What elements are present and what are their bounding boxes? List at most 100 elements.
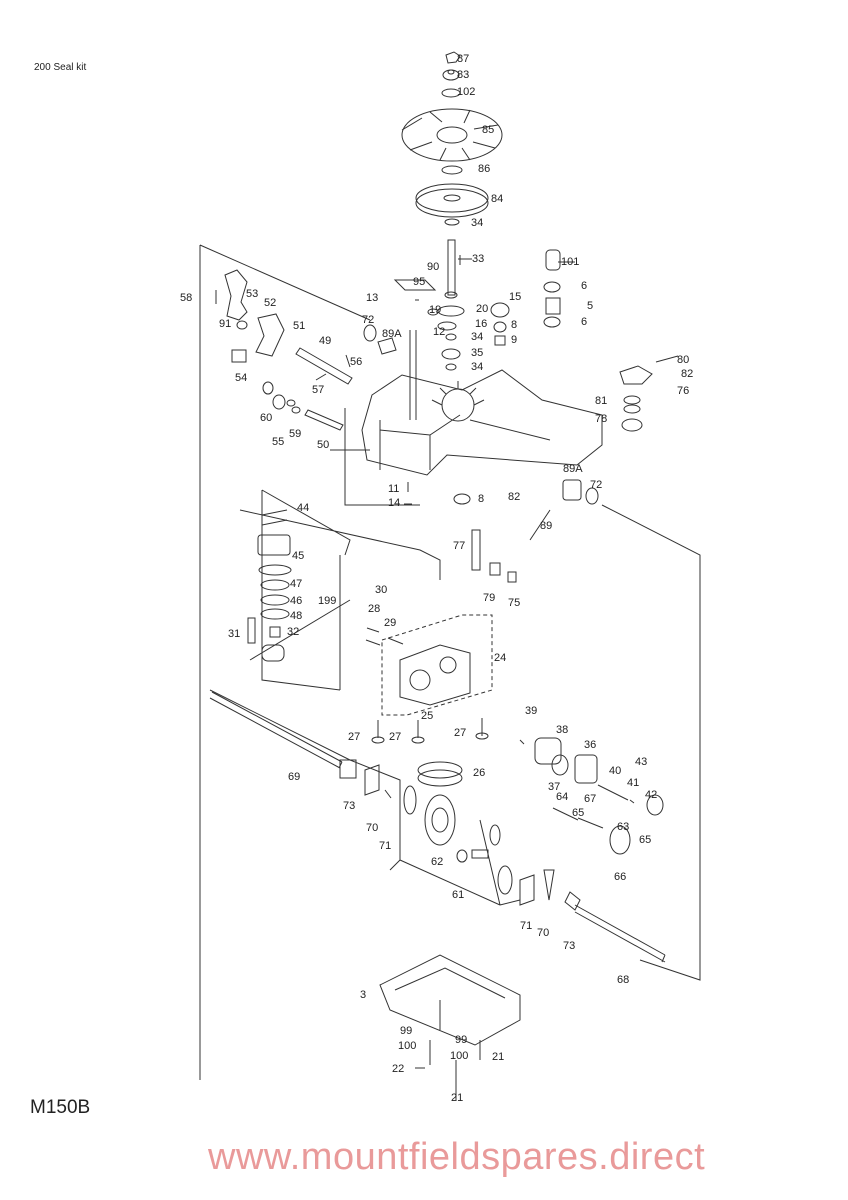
part-number-label: 5 — [587, 300, 594, 312]
part-number-label: 78 — [595, 413, 608, 425]
part-number-label: 44 — [297, 502, 310, 514]
part-number-label: 68 — [617, 974, 630, 986]
fan-icon — [401, 108, 503, 162]
part-number-label: 43 — [635, 756, 648, 768]
part-number-label: 25 — [421, 710, 434, 722]
part-number-label: 58 — [180, 292, 193, 304]
part-number-label: 55 — [272, 436, 285, 448]
part-number-label: 24 — [494, 652, 507, 664]
part-number-label: 77 — [453, 540, 466, 552]
part-number-label: 65 — [639, 834, 652, 846]
part-number-label: 99 — [455, 1034, 468, 1046]
upper-housing — [361, 369, 603, 476]
part-number-label: 70 — [537, 927, 550, 939]
part-number-label: 53 — [246, 288, 259, 300]
part-number-label: 82 — [508, 491, 521, 503]
part-number-label: 69 — [288, 771, 301, 783]
part-number-label: 42 — [645, 789, 658, 801]
part-number-label: 35 — [471, 347, 484, 359]
part-number-label: 90 — [427, 261, 440, 273]
part-number-label: 82 — [681, 368, 694, 380]
part-number-label: 101 — [561, 256, 580, 268]
part-number-label: 80 — [677, 354, 690, 366]
part-number-label: 86 — [478, 163, 491, 175]
part-number-label: 13 — [366, 292, 379, 304]
header-title: 200 Seal kit — [34, 62, 87, 73]
part-number-label: 21 — [451, 1092, 464, 1104]
part-number-label: 91 — [219, 318, 232, 330]
part-number-label: 89 — [540, 520, 553, 532]
part-number-label: 67 — [584, 793, 597, 805]
part-number-label: 66 — [614, 871, 627, 883]
center-section — [399, 644, 471, 706]
part-number-label: 100 — [398, 1040, 417, 1052]
part-number-label: 16 — [475, 318, 488, 330]
part-number-label: 89A — [563, 463, 583, 475]
part-number-label: 60 — [260, 412, 273, 424]
part-number-label: 38 — [556, 724, 569, 736]
part-number-label: 73 — [563, 940, 576, 952]
part-number-label: 14 — [388, 497, 401, 509]
part-number-label: 30 — [375, 584, 388, 596]
lower-housing — [379, 954, 521, 1046]
part-number-label: 71 — [379, 840, 392, 852]
part-number-label: 45 — [292, 550, 305, 562]
part-number-label: 21 — [492, 1051, 505, 1063]
part-number-label: 73 — [343, 800, 356, 812]
part-number-label: 19 — [429, 304, 442, 316]
part-number-label: 9 — [511, 334, 518, 346]
part-number-label: 75 — [508, 597, 521, 609]
part-number-label: 11 — [388, 483, 400, 495]
part-number-label: 51 — [293, 320, 306, 332]
part-number-label: 6 — [581, 316, 588, 328]
part-number-label: 8 — [478, 493, 485, 505]
part-number-label: 34 — [471, 361, 484, 373]
part-number-label: 81 — [595, 395, 608, 407]
part-number-label: 65 — [572, 807, 585, 819]
part-number-label: 46 — [290, 595, 303, 607]
part-number-label: 89A — [382, 328, 402, 340]
part-number-label: 95 — [413, 276, 426, 288]
part-number-label: 27 — [348, 731, 361, 743]
part-number-label: 83 — [457, 69, 470, 81]
model-code: M150B — [30, 1097, 91, 1118]
part-number-label: 100 — [450, 1050, 469, 1062]
part-number-label: 72 — [590, 479, 603, 491]
part-number-label: 47 — [290, 578, 303, 590]
watermark-text: www.mountfieldspares.direct — [208, 1136, 706, 1178]
part-number-label: 26 — [473, 767, 486, 779]
part-number-label: 76 — [677, 385, 690, 397]
part-number-label: 32 — [287, 626, 300, 638]
part-number-label: 84 — [491, 193, 504, 205]
part-number-label: 71 — [520, 920, 533, 932]
part-number-label: 6 — [581, 280, 588, 292]
part-number-label: 34 — [471, 331, 484, 343]
part-number-label: 102 — [457, 86, 476, 98]
part-number-label: 85 — [482, 124, 495, 136]
part-number-label: 15 — [509, 291, 522, 303]
part-number-label: 29 — [384, 617, 397, 629]
part-number-label: 48 — [290, 610, 303, 622]
part-number-label: 62 — [431, 856, 444, 868]
part-number-label: 33 — [472, 253, 485, 265]
part-number-label: 56 — [350, 356, 363, 368]
part-number-label: 64 — [556, 791, 569, 803]
part-number-label: 63 — [617, 821, 630, 833]
part-number-label: 41 — [627, 777, 640, 789]
part-number-label: 8 — [511, 319, 518, 331]
part-number-label: 50 — [317, 439, 330, 451]
part-number-label: 61 — [452, 889, 465, 901]
part-number-label: 54 — [235, 372, 248, 384]
part-number-label: 27 — [389, 731, 402, 743]
part-number-label: 199 — [318, 595, 337, 607]
part-number-label: 79 — [483, 592, 496, 604]
part-number-label: 37 — [548, 781, 561, 793]
part-number-label: 22 — [392, 1063, 405, 1075]
part-number-label: 57 — [312, 384, 325, 396]
part-number-label: 59 — [289, 428, 302, 440]
part-number-label: 39 — [525, 705, 538, 717]
fan-pulley-stack — [401, 51, 503, 299]
pulley-icon — [415, 183, 489, 218]
part-number-label: 52 — [264, 297, 277, 309]
part-number-label: 72 — [362, 314, 375, 326]
